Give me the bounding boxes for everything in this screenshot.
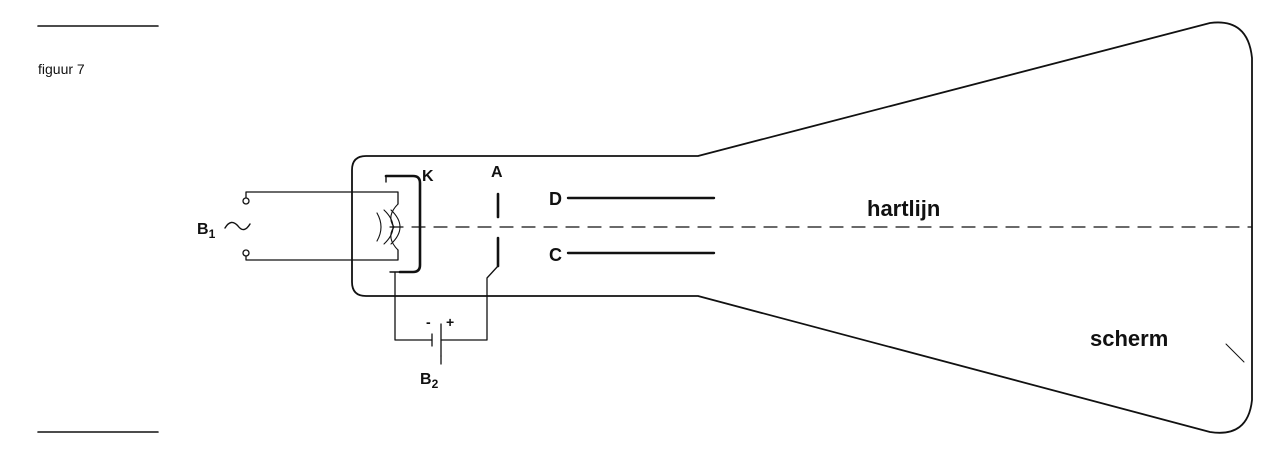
axis-label: hartlijn	[867, 196, 940, 221]
heater-filament	[376, 203, 401, 251]
plate-c-label: C	[549, 245, 562, 265]
cathode	[384, 174, 422, 274]
ac-symbol	[224, 221, 251, 231]
battery-plus-label: +	[446, 314, 454, 330]
screen-leader	[1225, 343, 1245, 363]
anode	[486, 192, 500, 297]
tube-outline	[351, 21, 1253, 434]
anode-label: A	[491, 164, 503, 181]
figure-caption: figuur 7	[38, 61, 85, 77]
source-b2-label: B2	[420, 371, 439, 391]
plate-d-label: D	[549, 189, 562, 209]
cathode-label: K	[422, 168, 434, 185]
screen-label: scherm	[1090, 326, 1168, 351]
source-b1: B1	[197, 221, 251, 241]
battery-circuit	[394, 271, 488, 365]
source-b1-label: B1	[197, 221, 216, 241]
heater-wires	[242, 191, 399, 261]
battery-minus-label: -	[426, 314, 431, 330]
